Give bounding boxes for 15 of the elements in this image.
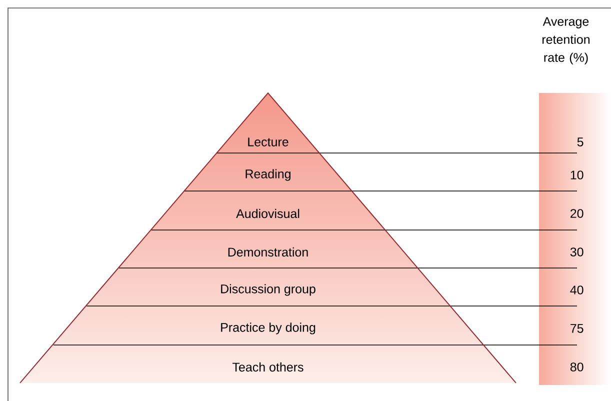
pyramid-layer: Reading <box>246 169 290 181</box>
retention-value: 10 <box>570 170 584 180</box>
retention-value: 20 <box>570 209 584 218</box>
pyramid-layer: Audiovisual <box>236 208 300 218</box>
pyramid-layer: Lecture <box>248 138 288 146</box>
pyramid-layer: Practice by doing <box>221 322 316 334</box>
column-heading: Average retention rate (%) <box>542 17 590 64</box>
pyramid-layer: Demonstration <box>228 247 308 257</box>
pyramid-layer: Teach others <box>232 362 304 372</box>
retention-value: 30 <box>570 248 584 256</box>
retention-value: 80 <box>570 362 584 372</box>
retention-value: 5 <box>577 138 584 146</box>
retention-value: 75 <box>570 324 584 333</box>
retention-value: 40 <box>570 286 584 294</box>
pyramid-layer: Discussion group <box>221 284 316 296</box>
